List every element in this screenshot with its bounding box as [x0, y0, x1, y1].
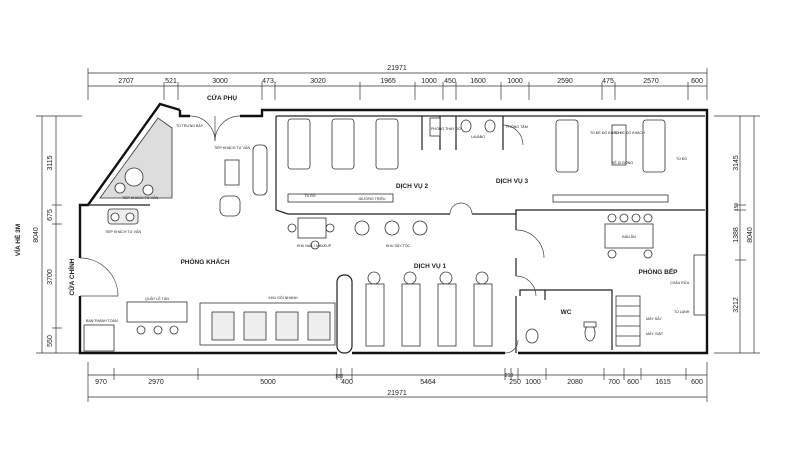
bottom-dim-3: 5000 [260, 379, 276, 386]
right-dim-4: 8040 [747, 227, 754, 243]
top-dim-13: 2570 [643, 78, 659, 85]
bottom-dim-14: 600 [691, 379, 703, 386]
reception-counter: QUẦY LỄ TÂN BAN THANH TOÁN [83, 296, 188, 352]
bottom-total-length: 21971 [387, 390, 407, 397]
left-dim-5: 550 [47, 335, 54, 347]
dining-label: BÀN ĂN [622, 235, 636, 239]
right-dim-1: 3145 [733, 155, 740, 171]
top-dim-14: 600 [691, 78, 703, 85]
wc-room: WC [561, 309, 572, 316]
right-dim-3: 1388 [733, 227, 740, 243]
bottom-dim-13: 1615 [655, 379, 671, 386]
left-dim-2: 675 [47, 209, 54, 221]
main-door-label: CỬA CHÍNH [67, 258, 76, 295]
wc-area: WC [525, 309, 597, 344]
consultation-set: TIẾP KHÁCH TƯ VẤN [105, 208, 141, 234]
fridge-label: TỦ LẠNH [674, 309, 690, 314]
display-cabinet: TỦ TRƯNG BÀY TIẾP KHÁCH TƯ VẤN [99, 117, 204, 200]
right-dim-5: 3212 [733, 297, 740, 313]
left-dim-3: 8040 [33, 227, 40, 243]
top-dimension-lines: 21971 2707 521 3000 473 3020 1965 1000 4… [87, 65, 708, 100]
doors [79, 115, 545, 354]
service1-room: DỊCH VỤ 1 [414, 263, 447, 270]
bottom-dim-7: 210 [505, 373, 514, 379]
service2-beds: TỦ ĐỒ GIƯỜNG TRIỆU DỊCH VỤ 2 [287, 118, 429, 203]
side-door-label: CỬA PHỤ [207, 93, 237, 102]
right-dimension-lines: 3145 150 1388 8040 3212 [714, 115, 760, 354]
top-dim-7: 1000 [421, 78, 437, 85]
bottom-dim-2: 2970 [148, 379, 164, 386]
bottom-dim-8: 250 [509, 379, 521, 386]
kitchen-area: BÀN ĂN PHÒNG BẾP CHẬU RỬA TỦ LẠNH MÁY SẤ… [604, 213, 707, 347]
customer-cabinet-1-label: TỦ ĐỂ ĐỒ KHÁCH [590, 130, 621, 135]
wash-area-label: KHU GỘI NHANH [269, 295, 298, 300]
top-dim-8: 450 [444, 78, 456, 85]
top-dim-2: 521 [165, 78, 177, 85]
top-dim-10: 1000 [507, 78, 523, 85]
customer-cabinet-2-label: TỦ ĐỂ ĐỒ KHÁCH [614, 130, 645, 135]
reception-sofa-set: TIẾP KHÁCH TƯ VẤN [214, 144, 268, 217]
left-dim-4: 3700 [47, 269, 54, 285]
top-dim-6: 1965 [380, 78, 396, 85]
nail-area-label: KHU NAIL / MAKEUP [297, 244, 332, 248]
service2-cabinet-label: TỦ ĐỒ [304, 193, 315, 198]
top-dim-5: 3020 [310, 78, 326, 85]
counter-label: QUẦY LỄ TÂN [145, 296, 169, 301]
shower-label: PHÒNG TẮM [506, 124, 528, 129]
quick-wash-area: KHU GỘI NHANH [199, 295, 336, 346]
bathroom-fixtures: PHÒNG THAY ĐỒ PHÒNG TẮM LAVABO [429, 117, 528, 139]
bottom-dim-6: 5464 [420, 379, 436, 386]
right-dim-2: 150 [734, 203, 740, 212]
rack-label: KỆ DI ĐỘNG [612, 160, 633, 165]
top-dim-12: 475 [602, 78, 614, 85]
interior-walls [275, 115, 705, 354]
bottom-dim-10: 2080 [567, 379, 583, 386]
nail-makeup-area: KHU NAIL / MAKEUP KHU SẤY TÓC [287, 217, 428, 250]
service3-room: DỊCH VỤ 3 [496, 178, 529, 185]
living-room: PHÒNG KHÁCH [180, 257, 229, 266]
cashier-label: BAN THANH TOÁN [86, 319, 118, 323]
sidewalk-label: VỈA HÈ 3M [13, 224, 22, 256]
bottom-dim-5: 400 [341, 379, 353, 386]
top-dim-3: 3000 [212, 78, 228, 85]
kitchen-room: PHÒNG BẾP [638, 266, 678, 276]
exterior-walls [78, 102, 709, 355]
consult-label: TIẾP KHÁCH TƯ VẤN [105, 229, 141, 234]
dryer-area-label: KHU SẤY TÓC [386, 243, 411, 248]
washer-label: MÁY GIẶT [646, 332, 664, 336]
top-dim-1: 2707 [118, 78, 134, 85]
top-dim-4: 473 [262, 78, 274, 85]
display-cabinet-label: TỦ TRƯNG BÀY [176, 123, 204, 128]
dryer-label: MÁY SẤY [646, 317, 663, 321]
service2-room: DỊCH VỤ 2 [396, 183, 429, 190]
sink-label: CHẬU RỬA [670, 280, 690, 285]
changing-room-label: PHÒNG THAY ĐỒ [431, 126, 461, 131]
bottom-dim-1: 970 [95, 379, 107, 386]
reception-table-label: TIẾP KHÁCH TƯ VẤN [122, 195, 158, 200]
bottom-dim-9: 1000 [525, 379, 541, 386]
top-total-length: 21971 [387, 65, 407, 72]
lavabo-label: LAVABO [471, 135, 485, 139]
bottom-dim-4: 100 [335, 374, 344, 380]
service2-bed-cabinet-label: GIƯỜNG TRIỆU [358, 196, 385, 201]
left-dim-1: 3115 [47, 155, 54, 170]
top-dim-9: 1600 [470, 78, 486, 85]
top-dim-11: 2590 [557, 78, 573, 85]
service3-cabinet-label: TỦ ĐỒ [676, 156, 687, 161]
bottom-dimension-lines: 970 2970 5000 100 400 5464 210 250 1000 … [87, 362, 708, 402]
bottom-dim-12: 600 [627, 379, 639, 386]
service3-beds: TỦ ĐỂ ĐỒ KHÁCH TỦ ĐỂ ĐỒ KHÁCH KỆ DI ĐỘNG… [552, 119, 687, 203]
left-dimension-lines: 3115 675 8040 3700 550 VỈA HÈ 3M [13, 115, 82, 354]
service1-beds: DỊCH VỤ 1 [365, 263, 493, 347]
reception-area-label: TIẾP KHÁCH TƯ VẤN [214, 145, 250, 150]
bottom-dim-11: 700 [608, 379, 620, 386]
